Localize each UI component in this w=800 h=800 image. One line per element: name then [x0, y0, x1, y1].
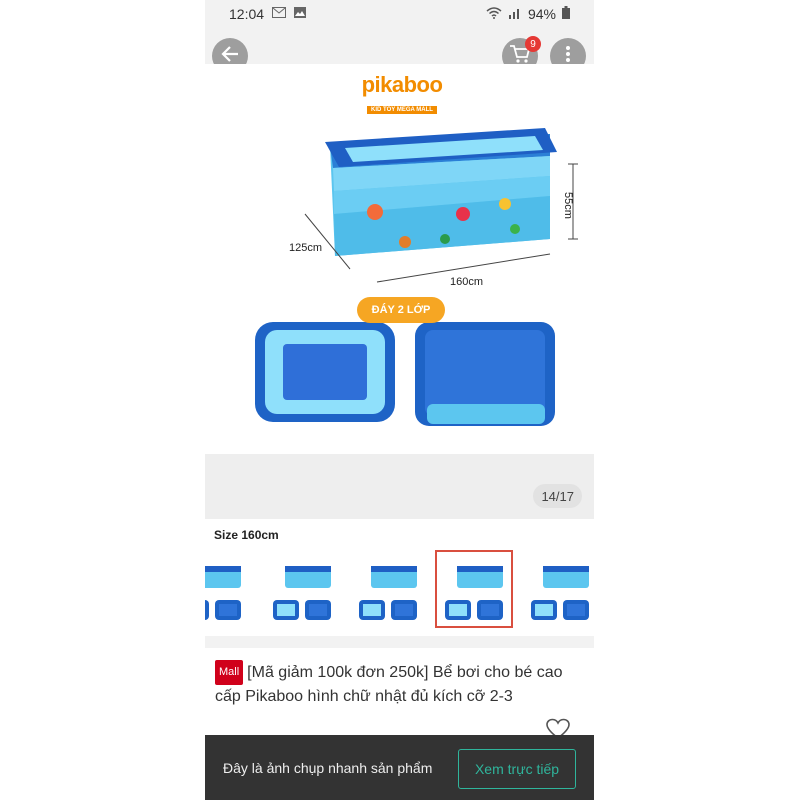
- favorite-button[interactable]: [545, 718, 571, 745]
- brand-logo: pikaboo KID TOY MEGA MALL: [357, 72, 447, 116]
- product-title: Mall[Mã giảm 100k đơn 250k] Bể bơi cho b…: [215, 660, 585, 708]
- depth-dimension: 125cm: [289, 242, 323, 254]
- variant-thumbnail[interactable]: [205, 552, 249, 626]
- snapshot-note: Đây là ảnh chụp nhanh sản phẩm: [223, 759, 433, 776]
- product-title-text: [Mã giảm 100k đơn 250k] Bể bơi cho bé ca…: [215, 664, 563, 705]
- signal-icon: [508, 6, 522, 22]
- feature-pill: ĐÁY 2 LỚP: [357, 297, 445, 323]
- battery-text: 94%: [527, 6, 556, 22]
- image-footer: 14/17: [205, 454, 594, 519]
- height-dimension: 55cm: [562, 192, 574, 219]
- wifi-icon: [486, 6, 502, 22]
- arrow-left-icon: [220, 45, 240, 68]
- status-bar: 12:04 94%: [205, 0, 594, 28]
- width-dimension: 160cm: [450, 276, 484, 288]
- pool-illustration: [255, 128, 578, 426]
- view-live-button[interactable]: Xem trực tiếp: [458, 749, 576, 789]
- variant-thumbnail[interactable]: [265, 552, 339, 626]
- section-divider: [205, 636, 594, 648]
- image-counter: 14/17: [533, 484, 582, 508]
- phone-screen: 12:04 94%: [205, 0, 594, 800]
- mall-badge: Mall: [215, 660, 244, 685]
- variant-thumbnails: [205, 548, 594, 630]
- gmail-icon: [272, 7, 287, 21]
- status-time: 12:04: [229, 6, 265, 22]
- status-right: 94%: [486, 6, 570, 22]
- cart-count-badge: 9: [525, 36, 541, 52]
- variant-label: Size 160cm: [214, 528, 279, 542]
- product-image[interactable]: pikaboo KID TOY MEGA MALL: [205, 64, 594, 454]
- snapshot-banner: Đây là ảnh chụp nhanh sản phẩm Xem trực …: [205, 735, 594, 800]
- variant-thumbnail[interactable]: [523, 552, 594, 626]
- brand-name: pikaboo: [361, 72, 443, 97]
- heart-icon: [545, 718, 571, 744]
- battery-icon: [562, 6, 570, 22]
- variant-thumbnail[interactable]: [351, 552, 425, 626]
- variant-thumbnail[interactable]: [435, 550, 513, 628]
- brand-tagline: KID TOY MEGA MALL: [367, 106, 437, 114]
- more-vert-icon: [565, 45, 571, 68]
- image-icon: [294, 7, 307, 21]
